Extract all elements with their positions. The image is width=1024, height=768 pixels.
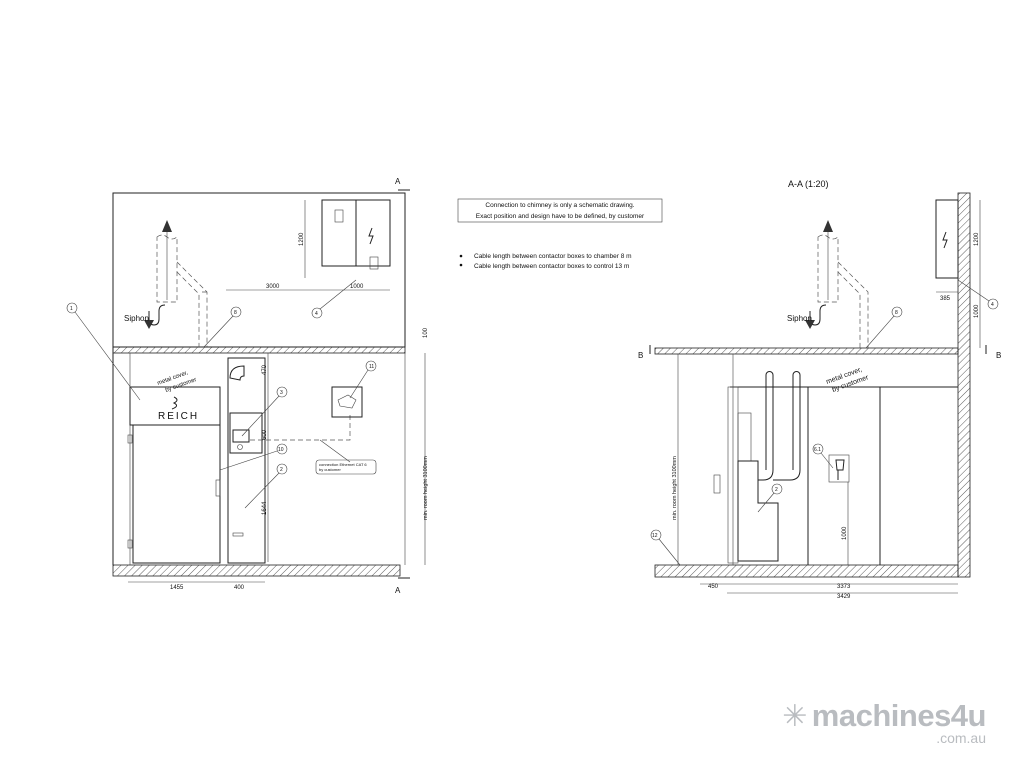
svg-text:3429: 3429	[837, 594, 851, 600]
svg-text:4: 4	[315, 311, 318, 317]
exhaust-arrow-icon	[162, 220, 172, 232]
svg-text:1000: 1000	[842, 526, 848, 540]
floor-slab-section	[654, 564, 959, 578]
machines4u-watermark: ✳ machines4u .com.au	[782, 698, 986, 746]
siphon-arrow-icon	[144, 320, 154, 329]
section-marker-a-top: A	[395, 177, 401, 186]
svg-text:Cable length between contactor: Cable length between contactor boxes to …	[474, 263, 629, 270]
svg-text:1455: 1455	[170, 585, 184, 591]
svg-text:min. room height 3100mm: min. room height 3100mm	[672, 456, 678, 520]
svg-text:3000: 3000	[266, 284, 280, 290]
svg-text:B: B	[638, 351, 643, 360]
svg-text:470: 470	[262, 364, 268, 375]
svg-text:Exact position and design have: Exact position and design have to be def…	[476, 213, 645, 220]
snowflake-icon: ✳	[782, 700, 808, 733]
high-voltage-icon	[368, 227, 374, 245]
svg-text:450: 450	[708, 584, 719, 590]
exhaust-pipes	[758, 371, 801, 481]
section-title: A-A (1:20)	[788, 179, 829, 189]
control-unit-side	[737, 460, 779, 562]
svg-text:min. room height 3100mm: min. room height 3100mm	[423, 456, 429, 520]
svg-text:Cable length between contactor: Cable length between contactor boxes to …	[474, 253, 632, 260]
smoking-chamber: REICH	[127, 353, 221, 565]
svg-text:1000: 1000	[350, 284, 364, 290]
svg-text:6.1: 6.1	[814, 447, 821, 453]
contactor-box-side	[935, 199, 959, 279]
callouts-front: 1 8 4 3 11 10 2	[66, 279, 377, 509]
ethernet-note	[315, 459, 377, 475]
svg-text:B: B	[996, 351, 1001, 360]
control-tower: 470 600 1644	[227, 353, 269, 564]
svg-text:1644: 1644	[262, 501, 268, 515]
svg-text:8: 8	[234, 310, 237, 316]
svg-text:connection Ethernet CAT 6: connection Ethernet CAT 6	[319, 462, 367, 467]
svg-text:8: 8	[895, 310, 898, 316]
ceiling-slab	[112, 346, 406, 354]
section-marker-a-bottom: A	[395, 586, 401, 595]
front-view: A A 1200 3000 1000 Siphon m	[66, 177, 429, 595]
svg-text:1200: 1200	[974, 232, 980, 246]
exhaust-arrow-icon	[823, 220, 833, 232]
svg-text:100: 100	[423, 327, 429, 338]
wall	[957, 192, 971, 578]
chimney-connection: Siphon	[124, 220, 208, 347]
svg-text:2: 2	[775, 487, 778, 493]
chimney-note-box	[457, 198, 663, 223]
callouts-section: 4 8 6.1 2 12	[650, 279, 999, 566]
dosing-pump	[828, 454, 850, 483]
svg-text:3373: 3373	[837, 584, 851, 590]
svg-text:11: 11	[369, 364, 374, 370]
svg-text:600: 600	[262, 429, 268, 440]
svg-text:4: 4	[991, 302, 994, 308]
reich-brand: REICH	[158, 411, 199, 422]
svg-text:385: 385	[940, 296, 951, 302]
control-display	[232, 429, 250, 443]
svg-text:by customer: by customer	[319, 467, 341, 472]
floor-slab	[112, 564, 401, 577]
svg-text:2: 2	[280, 467, 283, 473]
svg-text:12: 12	[652, 533, 658, 539]
high-voltage-icon	[942, 231, 948, 249]
siphon-arrow-icon	[805, 320, 815, 329]
svg-text:Siphon: Siphon	[787, 314, 812, 323]
svg-text:1200: 1200	[299, 232, 305, 246]
svg-text:Connection to chimney is only: Connection to chimney is only a schemati…	[485, 202, 634, 209]
notes: Connection to chimney is only a schemati…	[457, 198, 663, 270]
router-icon	[331, 386, 363, 418]
svg-text:1000: 1000	[974, 304, 980, 318]
svg-text:10: 10	[278, 447, 284, 453]
svg-text:Siphon: Siphon	[124, 314, 149, 323]
svg-text:1: 1	[70, 306, 73, 312]
ceiling-slab-section	[654, 347, 959, 355]
svg-text:400: 400	[234, 585, 245, 591]
svg-text:3: 3	[280, 390, 283, 396]
section-view: A-A (1:20) B B 1200 385 1000 Siphon meta…	[638, 179, 1001, 600]
contactor-boxes: 1200 3000 1000	[226, 199, 391, 291]
